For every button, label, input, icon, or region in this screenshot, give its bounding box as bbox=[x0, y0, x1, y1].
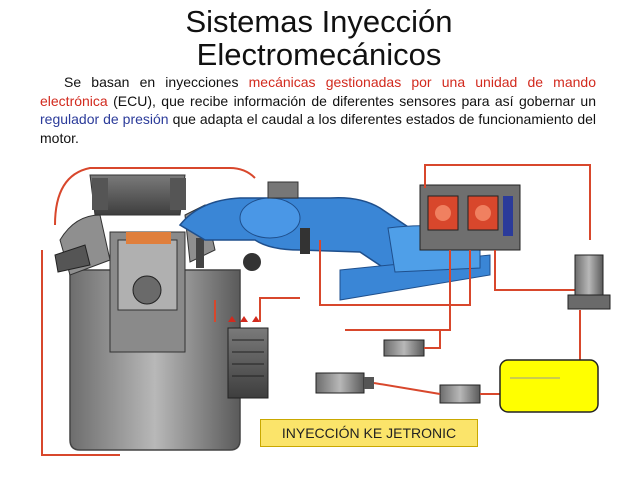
diagram-caption: INYECCIÓN KE JETRONIC bbox=[260, 419, 478, 447]
fuel-tank bbox=[499, 359, 599, 413]
slide-title-line1: Sistemas Inyección bbox=[185, 4, 453, 39]
text-part-3: (ECU), que recibe información de diferen… bbox=[107, 92, 596, 109]
description-paragraph: Se basan en inyecciones mecánicas gestio… bbox=[40, 73, 596, 147]
ecu-unit bbox=[227, 316, 269, 399]
text-part-1: Se basan en inyecciones bbox=[64, 74, 249, 90]
fuel-lines bbox=[41, 164, 591, 456]
text-part-5: que adapta el caudal a los diferentes es… bbox=[40, 111, 597, 146]
text-highlight-ecu: mecánicas gestionadas por una unidad de … bbox=[40, 74, 596, 109]
fuel-accumulator bbox=[439, 384, 481, 404]
air-intake-duct bbox=[178, 181, 491, 301]
engine-block bbox=[54, 174, 261, 451]
pressure-regulator bbox=[567, 254, 611, 310]
fuel-filter bbox=[383, 339, 425, 357]
fuel-distributor bbox=[419, 184, 521, 251]
text-highlight-regulator: regulador de presión bbox=[40, 111, 169, 127]
slide-title-line2: Electromecánicos bbox=[196, 37, 442, 72]
fuel-pump bbox=[315, 372, 374, 394]
pump-lines bbox=[373, 330, 500, 395]
